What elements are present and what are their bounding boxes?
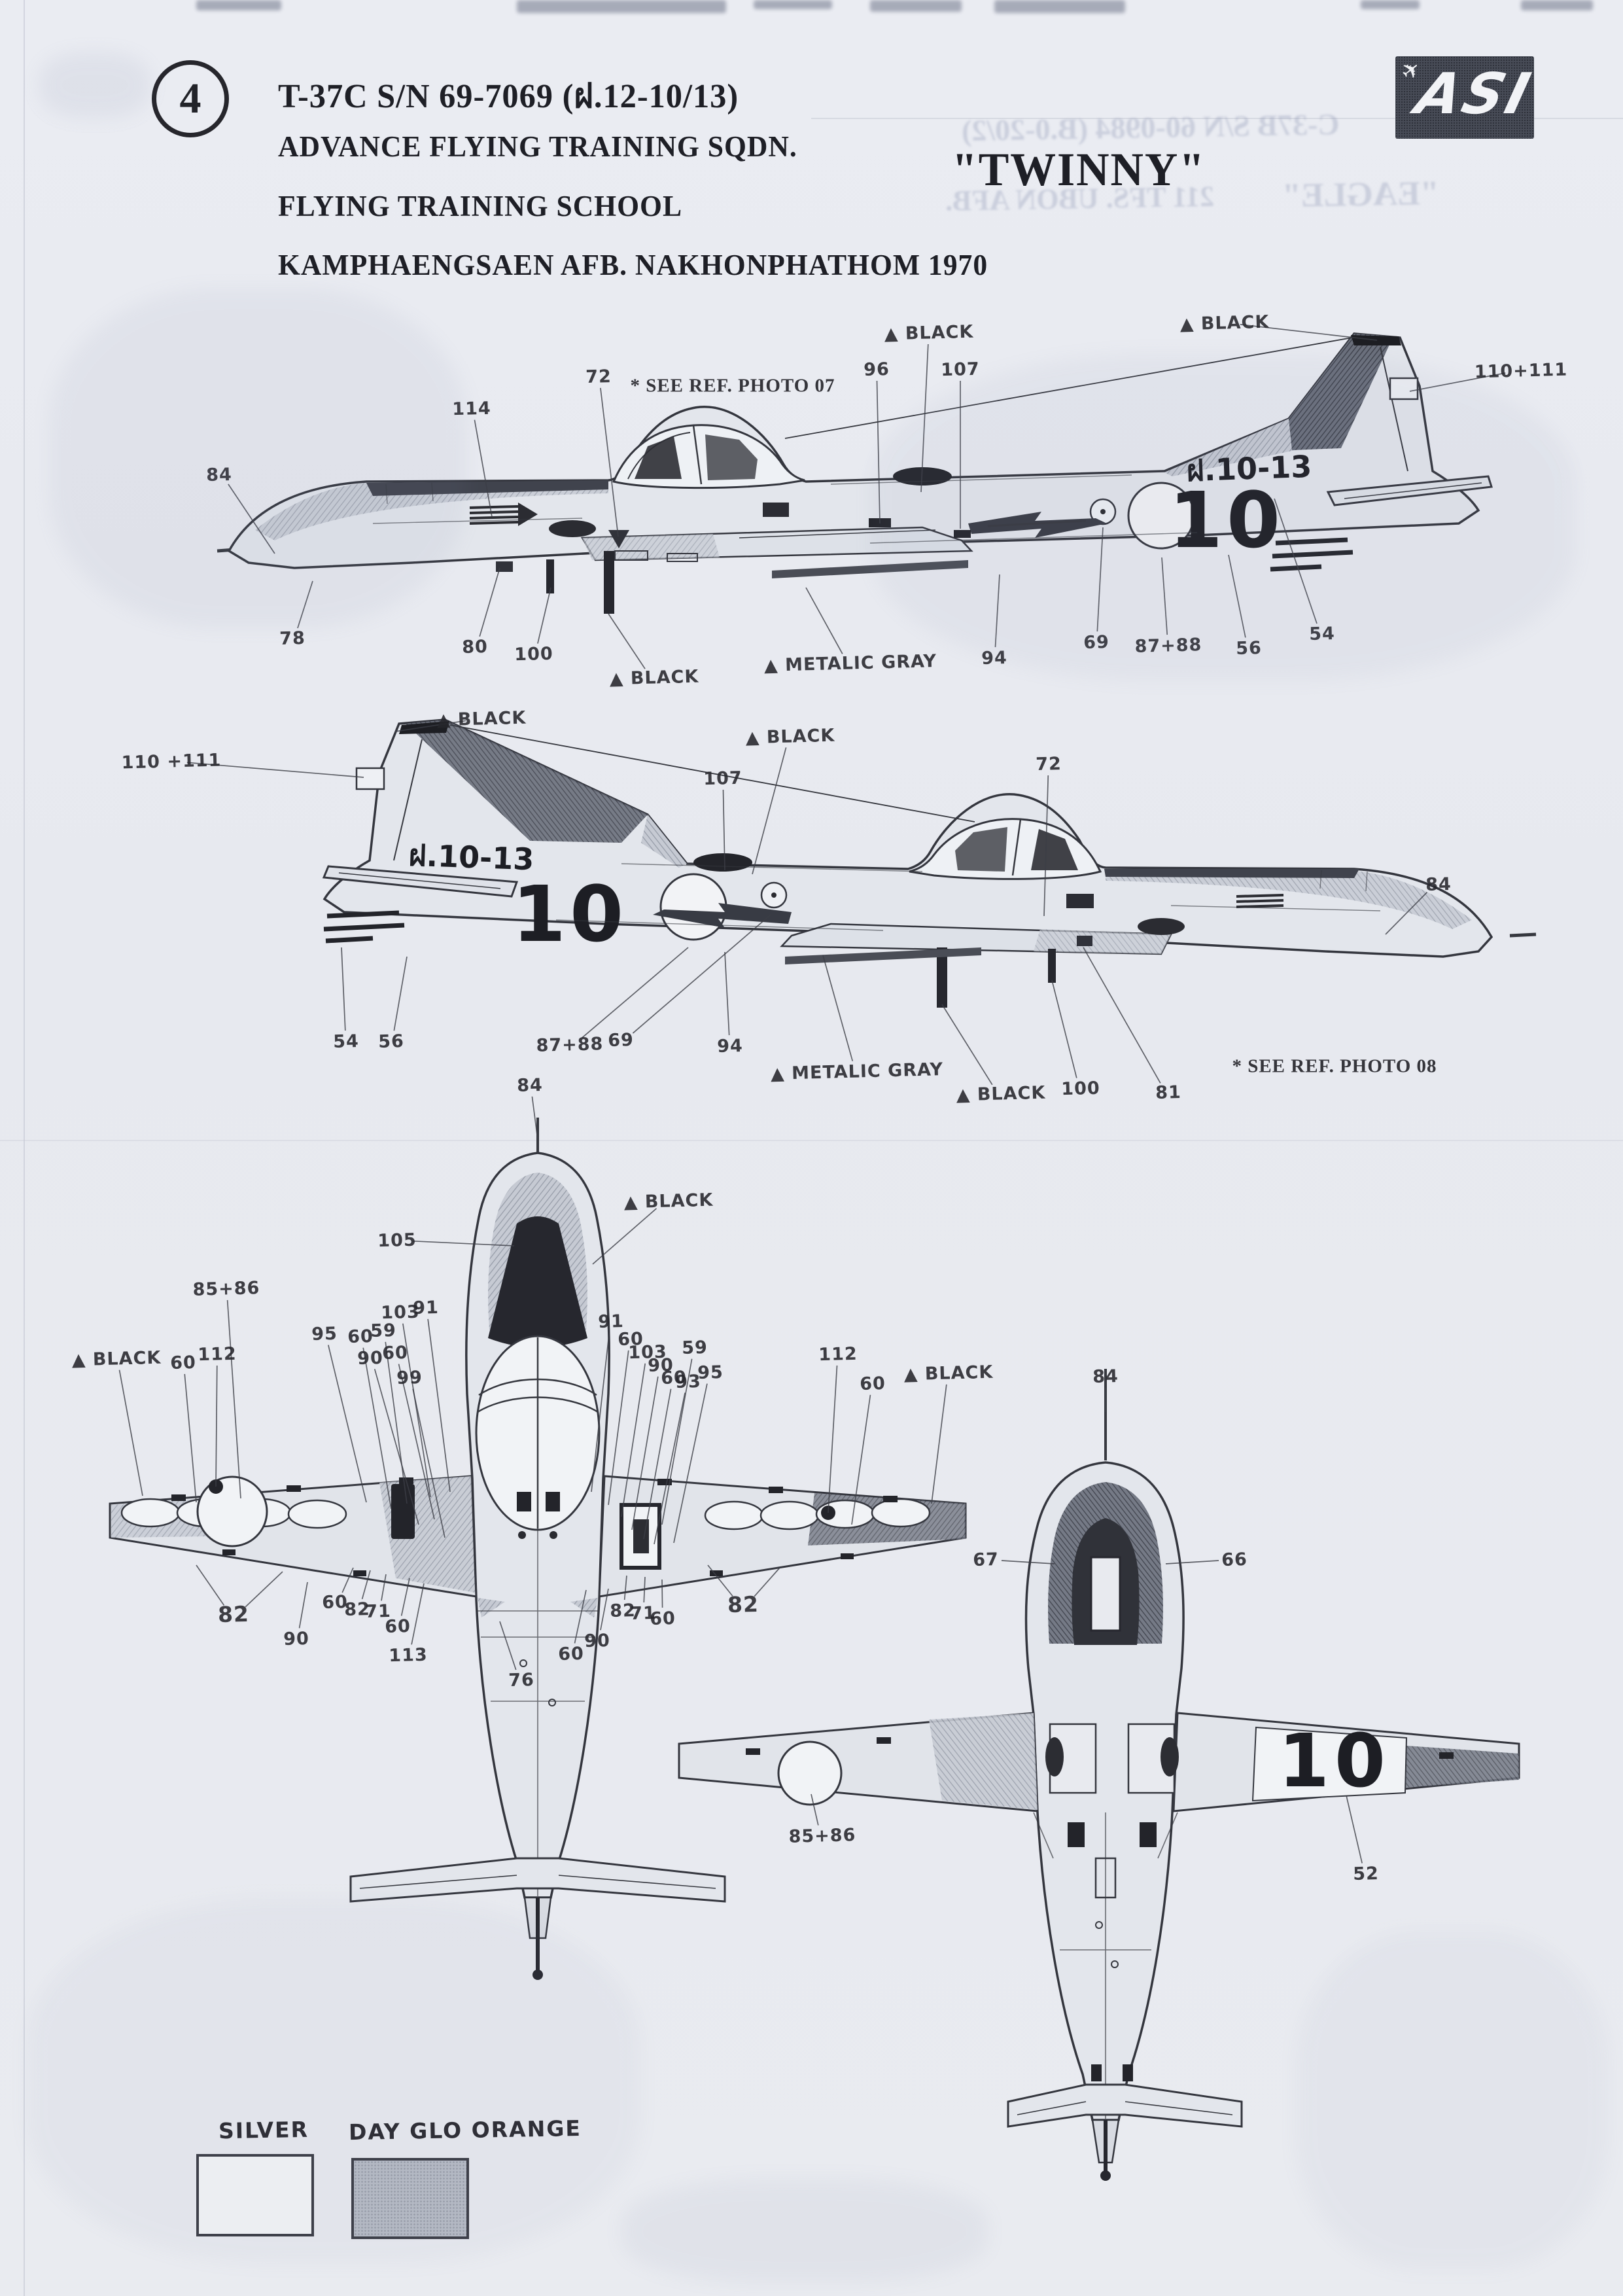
callout-label: 52 — [1352, 1863, 1380, 1885]
callout-label: 94 — [716, 1035, 744, 1057]
scan-edge-smudge — [870, 0, 962, 12]
callout-label: 90 — [357, 1347, 384, 1369]
page-number: 4 — [179, 75, 201, 122]
callout-label: 69 — [607, 1029, 635, 1051]
callout-label: 99 — [396, 1367, 423, 1389]
callout-label: ▲ BLACK — [1179, 311, 1270, 335]
callout-label: 95 — [311, 1323, 338, 1345]
callout-label: 82 — [727, 1591, 759, 1618]
bleed-through-shadow — [39, 52, 150, 118]
callout-label: 72 — [585, 366, 612, 388]
title-squadron: ADVANCE FLYING TRAINING SQDN. — [278, 130, 797, 163]
callout-label: 87+88 — [536, 1034, 604, 1056]
title-aircraft: T-37C S/N 69-7069 (ฝ.12-10/13) — [278, 78, 739, 115]
paper-crease — [811, 118, 1623, 119]
callout-label: 67 — [972, 1549, 1000, 1571]
callout-label: 90 — [584, 1630, 611, 1652]
callout-label: 90 — [283, 1628, 310, 1650]
callout-label: 107 — [940, 359, 981, 381]
callout-label: 60 — [557, 1643, 585, 1665]
callout-label: 96 — [863, 359, 890, 381]
bottom-plan-view-drawing: 10 — [678, 1369, 1520, 2181]
callout-label: ▲ BLACK — [903, 1362, 994, 1385]
callout-label: 82 — [217, 1600, 250, 1628]
callout-label: 113 — [388, 1644, 428, 1667]
bleed-through-text: 211 TFS. UBON AFB. — [945, 180, 1215, 217]
bleed-through-shadow — [26, 1898, 641, 2264]
callout-label: ▲ BLACK — [956, 1082, 1046, 1106]
callout-label: 84 — [1092, 1366, 1119, 1388]
callout-label: 112 — [197, 1343, 237, 1366]
callout-label: 59 — [370, 1320, 397, 1342]
bleed-through-shadow — [621, 2179, 988, 2284]
callout-label: ▲ BLACK — [71, 1347, 162, 1371]
reference-note: * SEE REF. PHOTO 07 — [630, 375, 835, 397]
callout-label: 78 — [279, 627, 306, 650]
callout-label: ▲ BLACK — [436, 707, 527, 731]
callout-label: 100 — [1060, 1078, 1101, 1100]
callout-label: 84 — [516, 1074, 544, 1097]
scan-edge-smudge — [517, 0, 726, 13]
asi-brand-logo: ✈ ASI — [1395, 56, 1534, 139]
legend-swatch-silver — [196, 2154, 314, 2236]
callout-label: 112 — [818, 1343, 858, 1366]
tail-code-marking: ฝ.10-13 — [408, 838, 534, 877]
callout-label: 60 — [381, 1342, 409, 1364]
reference-note: * SEE REF. PHOTO 08 — [1232, 1055, 1437, 1077]
fuselage-number-marking: 10 — [1169, 475, 1284, 565]
scan-edge-smudge — [1521, 0, 1593, 10]
tail-code-marking: ฝ.10-13 — [1186, 449, 1312, 489]
callout-label: ▲ BLACK — [745, 725, 835, 749]
paper-crease — [0, 1140, 1623, 1141]
title-school: FLYING TRAINING SCHOOL — [278, 190, 683, 222]
legend-swatch-dayglo — [351, 2158, 469, 2239]
bleed-through-shadow — [870, 353, 1577, 680]
callout-label: 66 — [1221, 1549, 1248, 1571]
callout-label: 110 +111 — [121, 750, 222, 773]
callout-label: 60 — [859, 1373, 886, 1395]
scan-edge-smudge — [196, 0, 281, 10]
callout-label: 110+111 — [1474, 359, 1568, 383]
bleed-through-shadow — [1295, 1930, 1609, 2270]
callout-label: 60 — [384, 1616, 411, 1638]
callout-label: 100 — [514, 643, 554, 665]
bleed-through-text: "EAGLE" — [1282, 174, 1440, 215]
callout-label: 76 — [508, 1669, 535, 1691]
page-number-badge: 4 — [152, 60, 229, 137]
aircraft-nickname: "TWINNY" — [952, 143, 1206, 196]
callout-label: ▲ BLACK — [884, 321, 974, 345]
scan-edge-smudge — [1361, 0, 1420, 9]
paper-fold-edge — [24, 0, 25, 2296]
bleed-through-shadow — [49, 288, 468, 628]
callout-label: 107 — [703, 768, 743, 790]
callout-label: 84 — [1425, 874, 1452, 896]
callout-label: ▲ BLACK — [623, 1190, 714, 1213]
left-side-profile-drawing: 10 ฝ.10-13 — [322, 718, 1537, 1008]
callout-label: 60 — [169, 1352, 197, 1374]
right-side-profile-drawing: 10 ฝ.10-13 — [217, 332, 1493, 614]
callout-label: 91 — [412, 1297, 440, 1319]
wing-number-marking: 10 — [1278, 1719, 1391, 1804]
callout-label: 85+86 — [788, 1825, 856, 1847]
callout-label: 95 — [697, 1362, 724, 1384]
callout-label: ▲ BLACK — [609, 666, 699, 690]
callout-label: 60 — [347, 1326, 374, 1348]
callout-label: 85+86 — [192, 1278, 260, 1300]
callout-label: 80 — [461, 636, 489, 658]
callout-label: 72 — [1035, 753, 1062, 775]
fuselage-number-marking: 10 — [512, 869, 627, 959]
callout-label: 54 — [332, 1031, 360, 1053]
callout-label: 105 — [377, 1229, 417, 1252]
callout-label: 81 — [1155, 1082, 1182, 1104]
callout-label: 59 — [681, 1337, 708, 1359]
bleed-through-text: C-37B S/N 60-0984 (B.0-20/2) — [961, 107, 1340, 148]
callout-label: 56 — [377, 1031, 405, 1053]
brand-logo-text: ASI — [1409, 62, 1534, 127]
scan-edge-smudge — [754, 0, 832, 9]
callout-label: 60 — [649, 1608, 676, 1630]
title-base-year: KAMPHAENGSAEN AFB. NAKHONPHATHOM 1970 — [278, 249, 988, 281]
scan-edge-smudge — [994, 0, 1125, 13]
